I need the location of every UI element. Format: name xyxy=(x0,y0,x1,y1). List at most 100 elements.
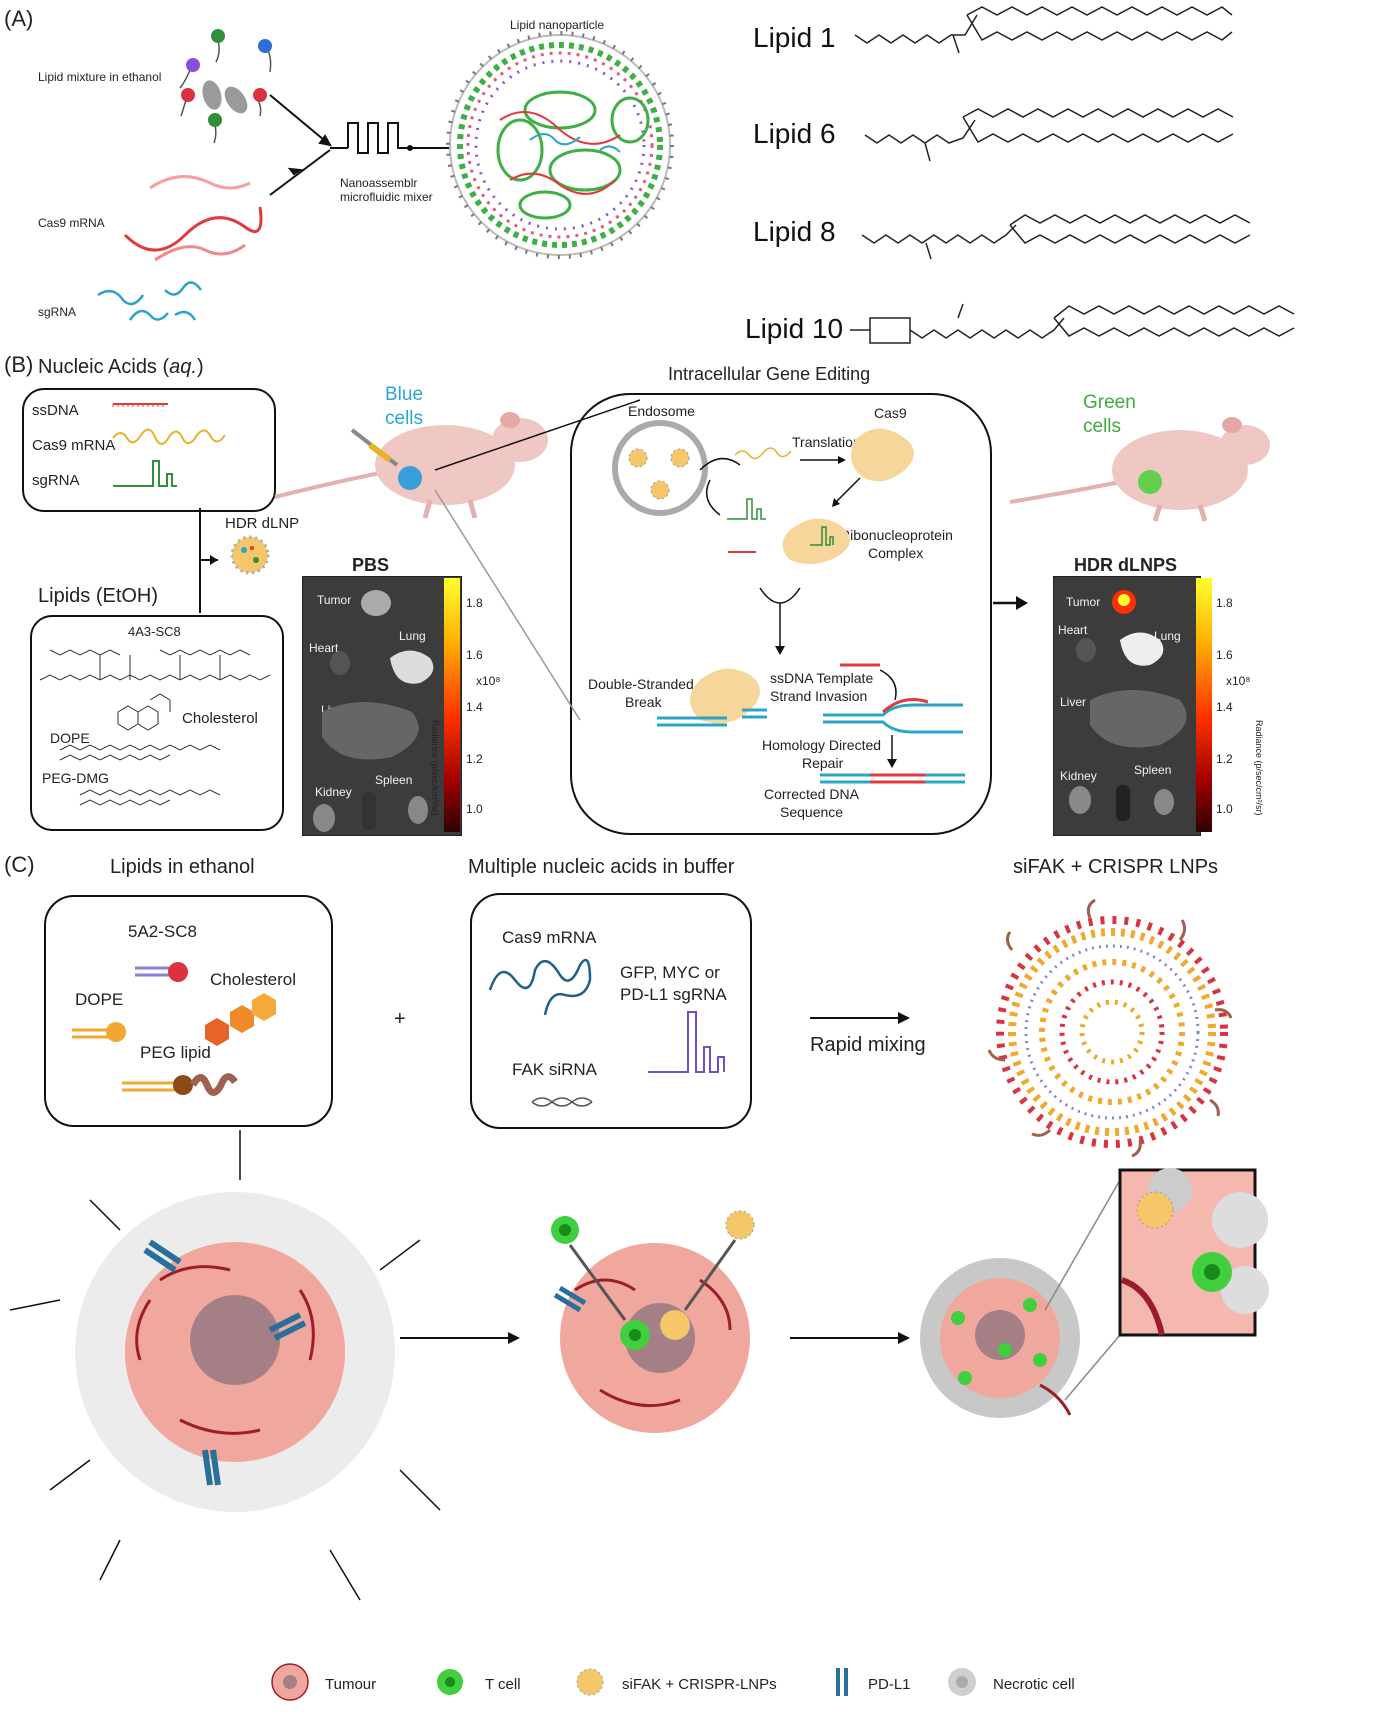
translation-label: Translation xyxy=(792,434,861,450)
legend-necrotic: Necrotic cell xyxy=(993,1676,1075,1693)
dope-icon xyxy=(72,1022,126,1042)
nucleic-acids-main: Nucleic Acids ( xyxy=(38,356,170,378)
lipid-dope: DOPE xyxy=(50,730,90,746)
pbs-scale-tick-4: 1.2 xyxy=(466,752,483,766)
pbs-scale-tick-1: 1.8 xyxy=(466,596,483,610)
lipid-nanoparticle-icon xyxy=(446,31,674,259)
5a2-sc8-icon xyxy=(135,962,188,982)
microfluidic-mixer-icon xyxy=(347,122,410,154)
mixer-label-1: Nanoassemblr xyxy=(340,176,418,190)
corrected-label-2: Sequence xyxy=(780,804,844,820)
blue-cells-label-1: Blue xyxy=(385,384,424,405)
pbs-scale-tick-2: 1.6 xyxy=(466,648,483,662)
hdr-scale-unit: x10⁸ xyxy=(1226,674,1251,688)
nucleic-acids-close: ) xyxy=(196,356,204,378)
na-sgrna: sgRNA xyxy=(32,472,80,489)
nucleic-acids-buffer-box xyxy=(470,893,752,1129)
hdr-scale-tick-1: 1.8 xyxy=(1216,596,1233,610)
pdl1-antibody-icon xyxy=(143,1239,307,1486)
lipids-etoh-label: Lipids (EtOH) xyxy=(38,585,159,607)
legend-pdl1: PD-L1 xyxy=(868,1676,911,1693)
c-na-cas9-mrna: Cas9 mRNA xyxy=(502,928,597,947)
hdr-scale-tick-2: 1.6 xyxy=(1216,648,1233,662)
cas9-mrna-label: Cas9 mRNA xyxy=(38,216,105,230)
c-na-gfp-myc: GFP, MYC or xyxy=(620,963,720,982)
c-lipid-peg: PEG lipid xyxy=(140,1043,211,1062)
hdr-dlnp-particle-icon xyxy=(230,535,270,575)
blue-cells-label-2: cells xyxy=(385,408,424,429)
hdr-organ-liver: Liver xyxy=(1060,695,1087,709)
dsb-label-1: Double-Stranded xyxy=(588,676,694,692)
pbs-scale-tick-5: 1.0 xyxy=(466,802,483,816)
green-cells-label-1: Green xyxy=(1083,392,1136,413)
na-cas9-mrna: Cas9 mRNA xyxy=(32,437,116,454)
hdr-organ-tumor: Tumor xyxy=(1066,595,1101,609)
panel-c-label: (C) xyxy=(4,852,35,877)
hdr-label-2: Repair xyxy=(802,755,844,771)
endosome-icon xyxy=(612,420,708,516)
corrected-dna-icon xyxy=(820,773,965,784)
pbs-organ-lung: Lung xyxy=(399,629,426,643)
lipid-6-label: Lipid 6 xyxy=(753,118,836,149)
cas9-protein-icon xyxy=(851,428,914,482)
pbs-organ-kidney: Kidney xyxy=(315,785,352,799)
pbs-scale-tick-3: 1.4 xyxy=(466,700,483,714)
dsb-label-2: Break xyxy=(625,694,662,710)
hdr-label-1: Homology Directed xyxy=(762,737,882,753)
pbs-organ-spleen: Spleen xyxy=(375,773,413,787)
hdr-dlnp-label: HDR dLNP xyxy=(225,515,300,532)
legend-pdl1-icon xyxy=(836,1668,848,1696)
nucleic-acids-heading: Nucleic Acids (aq.) xyxy=(38,356,204,379)
hdr-scale-tick-3: 1.4 xyxy=(1216,700,1233,714)
lipid-10-label: Lipid 10 xyxy=(745,313,844,344)
lipid-8-label: Lipid 8 xyxy=(753,216,836,247)
nucleic-acids-box xyxy=(22,388,276,512)
c-na-pdl1-sgrna: PD-L1 sgRNA xyxy=(620,985,727,1004)
c-sgrna-icon xyxy=(648,1011,725,1073)
mouse-green-icon xyxy=(1009,417,1270,522)
rnp-label-2: Complex xyxy=(868,545,924,561)
lipid-4a3-sc8: 4A3-SC8 xyxy=(128,624,181,639)
c-lipid-cholesterol: Cholesterol xyxy=(210,970,296,989)
pbs-title: PBS xyxy=(352,555,390,575)
lipid-structures xyxy=(850,6,1295,344)
mixer-label-2: microfluidic mixer xyxy=(340,190,433,204)
peg-lipid-icon xyxy=(122,1073,238,1096)
legend-lnp-icon xyxy=(576,1668,604,1696)
hdr-organ-spleen: Spleen xyxy=(1134,763,1172,777)
hdr-organ-lung: Lung xyxy=(1154,629,1181,643)
cas9-mrna-strand xyxy=(123,206,263,252)
lipids-ethanol-box xyxy=(44,895,333,1127)
corrected-label-1: Corrected DNA xyxy=(764,786,859,802)
zoom-inset xyxy=(1044,1168,1269,1401)
legend-tumour: Tumour xyxy=(325,1676,377,1693)
sifak-crispr-lnp-icon xyxy=(987,898,1233,1158)
cas9-label: Cas9 xyxy=(874,405,907,421)
cas9-mrna-glyph xyxy=(112,428,226,445)
mouse-blue-icon xyxy=(274,412,548,519)
multiple-na-title: Multiple nucleic acids in buffer xyxy=(468,856,735,878)
c-lipid-5a2-sc8: 5A2-SC8 xyxy=(128,922,197,941)
rapid-mixing-label: Rapid mixing xyxy=(810,1034,926,1056)
lipid-cholesterol: Cholesterol xyxy=(182,710,258,727)
pbs-organ-tumor: Tumor xyxy=(317,593,352,607)
legend-tcell: T cell xyxy=(485,1676,521,1693)
cholesterol-icon xyxy=(205,993,276,1046)
c-fak-sirna-icon xyxy=(531,1097,593,1107)
sgrna-glyph xyxy=(113,460,177,487)
ssdna-template-label-1: ssDNA Template xyxy=(770,670,874,686)
dna-break-icon xyxy=(657,708,767,727)
lipid-peg-dmg: PEG-DMG xyxy=(42,770,109,786)
sifak-crispr-title: siFAK + CRISPR LNPs xyxy=(1013,856,1219,878)
ssdna-template-label-2: Strand Invasion xyxy=(770,688,868,704)
c-lipid-dope: DOPE xyxy=(75,990,124,1009)
legend-lnps: siFAK + CRISPR-LNPs xyxy=(622,1676,777,1693)
hdr-organ-heart: Heart xyxy=(1058,623,1088,637)
lipid-1-label: Lipid 1 xyxy=(753,22,836,53)
panel-b-lipid-structures xyxy=(39,649,271,806)
sgrna-strands xyxy=(97,281,203,321)
lipids-ethanol-title: Lipids in ethanol xyxy=(110,856,255,878)
